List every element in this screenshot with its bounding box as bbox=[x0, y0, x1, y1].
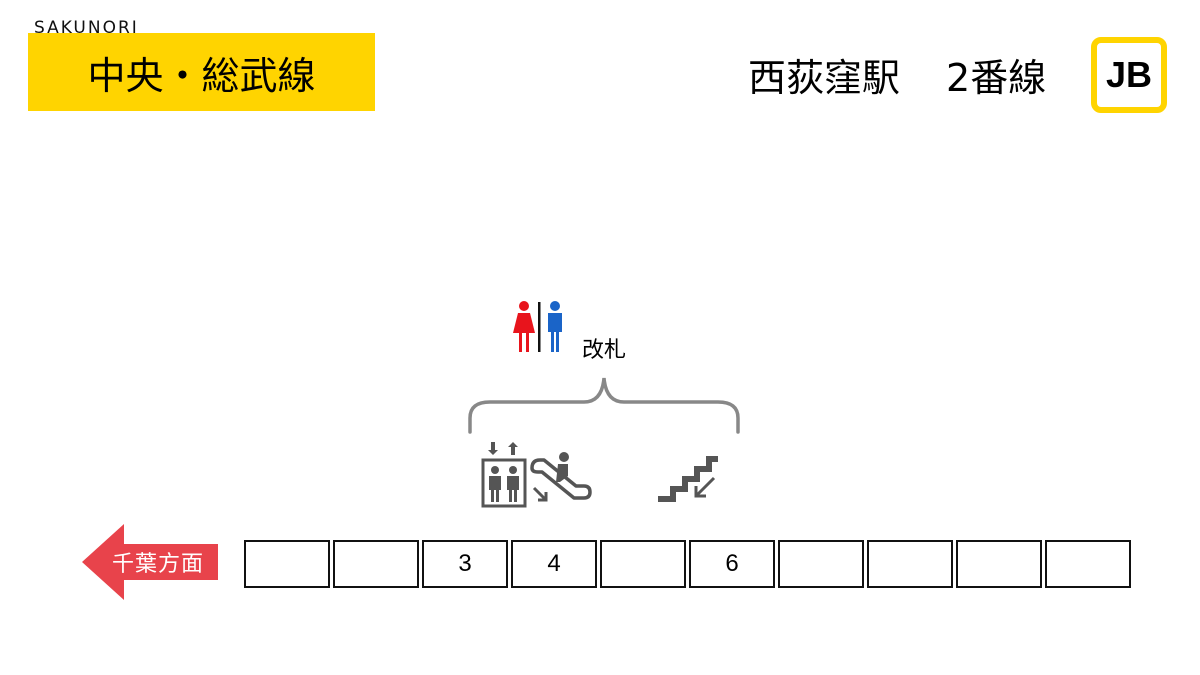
train-car-2 bbox=[333, 540, 419, 588]
train-car-3: 3 bbox=[422, 540, 508, 588]
train-car-1 bbox=[244, 540, 330, 588]
train-car-10 bbox=[1045, 540, 1131, 588]
stairs-down-icon bbox=[658, 456, 718, 502]
station-name: 西荻窪駅 bbox=[748, 55, 901, 100]
train-car-6: 6 bbox=[689, 540, 775, 588]
track-number: 2番線 bbox=[946, 55, 1047, 100]
train-car-8 bbox=[867, 540, 953, 588]
elevator-icon bbox=[481, 442, 527, 508]
station-title: 西荻窪駅 2番線 bbox=[748, 47, 1046, 101]
train-car-4: 4 bbox=[511, 540, 597, 588]
train-car-9 bbox=[956, 540, 1042, 588]
train-car-5 bbox=[600, 540, 686, 588]
facility-brace bbox=[468, 377, 740, 434]
restroom-icon bbox=[513, 301, 562, 352]
escalator-down-icon bbox=[530, 452, 592, 502]
line-code-badge: JB bbox=[1091, 37, 1167, 113]
train-cars: 3 4 6 bbox=[244, 540, 1131, 588]
line-name-band: 中央・総武線 bbox=[28, 33, 375, 111]
gate-label: 改札 bbox=[582, 338, 627, 363]
train-car-7 bbox=[778, 540, 864, 588]
direction-label: 千葉方面 bbox=[111, 552, 204, 577]
direction-arrow bbox=[82, 524, 218, 600]
